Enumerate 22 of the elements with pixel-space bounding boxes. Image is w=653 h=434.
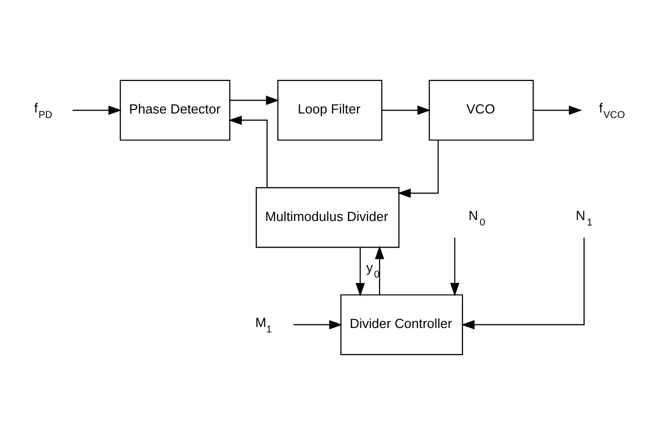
arrow xyxy=(72,105,122,114)
arrow xyxy=(398,140,439,198)
node-box: Divider Controller xyxy=(340,294,464,355)
node-text: N$_{0}$ xyxy=(468,207,486,228)
arrow xyxy=(461,237,585,329)
arrow xyxy=(356,246,365,296)
node-text: N$_{1}$ xyxy=(576,207,592,228)
node-box: VCO xyxy=(428,79,534,140)
arrow xyxy=(230,95,280,104)
node-text: M$_{1}$ xyxy=(255,314,272,336)
arrow xyxy=(374,245,384,294)
node-text: f$_{VCO}$ xyxy=(599,100,625,121)
arrow xyxy=(534,105,582,114)
node-text: f$_{PD}$ xyxy=(34,100,52,121)
node-box: Multimodulus Divider xyxy=(256,186,400,248)
arrow xyxy=(228,115,268,187)
arrow xyxy=(382,105,431,114)
edge-label: y$_{0}$ xyxy=(366,259,380,280)
arrow xyxy=(450,237,460,296)
arrow xyxy=(293,320,342,329)
node-box: Phase Detector xyxy=(120,79,230,140)
node-box: Loop Filter xyxy=(277,79,382,140)
